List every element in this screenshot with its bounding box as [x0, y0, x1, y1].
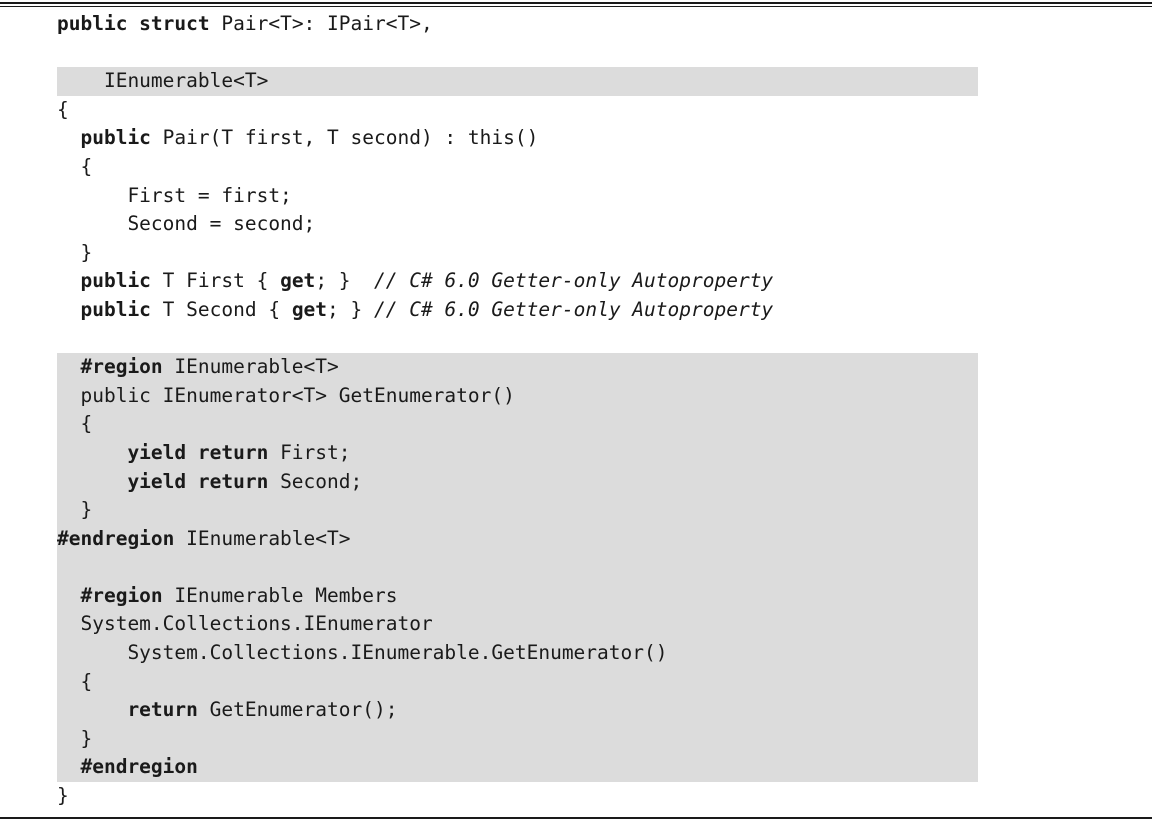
- code-span-plain: {: [57, 154, 93, 178]
- code-span-plain: GetEnumerator();: [209, 698, 398, 722]
- code-span-plain: System.Collections.IEnumerable.GetEnumer…: [57, 641, 668, 665]
- code-span-plain: Pair<T>: IPair<T>,: [221, 12, 433, 35]
- code-line: {: [57, 96, 1152, 125]
- code-line: #region IEnumerable<T>: [57, 353, 1152, 382]
- code-line: }: [57, 496, 1152, 525]
- code-span-plain: Pair(T first, T second) : this(): [162, 126, 539, 150]
- code-span-bold: public: [57, 297, 163, 321]
- code-line: #endregion: [57, 753, 1152, 782]
- code-span-plain: }: [57, 240, 93, 264]
- highlight-band: [57, 67, 978, 96]
- code-span-plain: System.Collections.IEnumerator: [57, 612, 433, 636]
- code-span-bold: public: [57, 269, 163, 293]
- code-span-bold: yield return: [57, 469, 281, 493]
- code-line: [57, 325, 1152, 354]
- bottom-rule: [0, 817, 1152, 819]
- code-span-plain: Second = second;: [57, 212, 316, 236]
- code-span-bold: public struct: [57, 12, 222, 35]
- code-span-bold: #endregion: [57, 755, 198, 779]
- code-span-bold: yield return: [57, 440, 281, 464]
- code-span-plain: ; }: [315, 269, 375, 293]
- code-line: IEnumerable<T>: [57, 67, 1152, 96]
- code-line: #region IEnumerable Members: [57, 582, 1152, 611]
- code-line: yield return First;: [57, 439, 1152, 468]
- code-line: First = first;: [57, 182, 1152, 211]
- code-span-plain: T First {: [162, 269, 281, 293]
- code-span-bold: return: [57, 698, 210, 722]
- code-line: {: [57, 153, 1152, 182]
- code-span-plain: }: [57, 784, 69, 808]
- code-span-plain: IEnumerable Members: [174, 583, 398, 607]
- code-line: #endregion IEnumerable<T>: [57, 525, 1152, 554]
- code-span-plain: First;: [280, 440, 351, 464]
- code-line: {: [57, 410, 1152, 439]
- code-line: }: [57, 239, 1152, 268]
- top-rule-thin: [0, 6, 1152, 7]
- code-span-plain: {: [57, 669, 93, 693]
- code-line: public Pair(T first, T second) : this(): [57, 124, 1152, 153]
- code-line: }: [57, 782, 1152, 811]
- code-span-plain: T Second {: [162, 297, 292, 321]
- code-span-plain: {: [57, 97, 69, 121]
- code-line: Second = second;: [57, 210, 1152, 239]
- code-line: }: [57, 725, 1152, 754]
- top-rule-thick: [0, 2, 1152, 4]
- code-span-bold: #region: [57, 355, 175, 379]
- code-span-plain: IEnumerable<T>: [174, 355, 339, 379]
- code-span-bold: #region: [57, 583, 175, 607]
- code-span-bold: public: [57, 126, 163, 150]
- code-span-plain: }: [57, 726, 93, 750]
- code-line: public T First { get; } // C# 6.0 Getter…: [57, 267, 1152, 296]
- code-block: public struct Pair<T>: IPair<T>, IEnumer…: [0, 10, 1152, 811]
- code-span-bold: get: [280, 269, 316, 293]
- highlight-band: [57, 353, 978, 783]
- code-line: System.Collections.IEnumerable.GetEnumer…: [57, 639, 1152, 668]
- code-span-plain: }: [57, 498, 93, 522]
- code-span-plain: IEnumerable<T>: [186, 526, 351, 550]
- code-span-plain: IEnumerable<T>: [57, 69, 269, 93]
- code-line: public struct Pair<T>: IPair<T>,: [57, 10, 1152, 39]
- code-line: {: [57, 668, 1152, 697]
- code-span-bold: get: [291, 297, 328, 321]
- code-line: System.Collections.IEnumerator: [57, 610, 1152, 639]
- code-span-bold: #endregion: [57, 526, 187, 550]
- code-span-italic: // C# 6.0 Getter-only Autoproperty: [374, 269, 774, 293]
- code-lines: public struct Pair<T>: IPair<T>, IEnumer…: [0, 10, 1152, 811]
- code-line: public T Second { get; } // C# 6.0 Gette…: [57, 296, 1152, 325]
- code-line: [57, 553, 1152, 582]
- code-line: [57, 39, 1152, 68]
- code-span-plain: First = first;: [57, 183, 292, 207]
- code-span-plain: public IEnumerator<T> GetEnumerator(): [57, 383, 515, 407]
- code-line: yield return Second;: [57, 468, 1152, 497]
- code-span-italic: // C# 6.0 Getter-only Autoproperty: [374, 297, 774, 321]
- code-line: public IEnumerator<T> GetEnumerator(): [57, 382, 1152, 411]
- code-span-plain: ; }: [327, 297, 375, 321]
- code-line: return GetEnumerator();: [57, 696, 1152, 725]
- code-span-plain: Second;: [280, 469, 363, 493]
- code-span-plain: {: [57, 412, 93, 436]
